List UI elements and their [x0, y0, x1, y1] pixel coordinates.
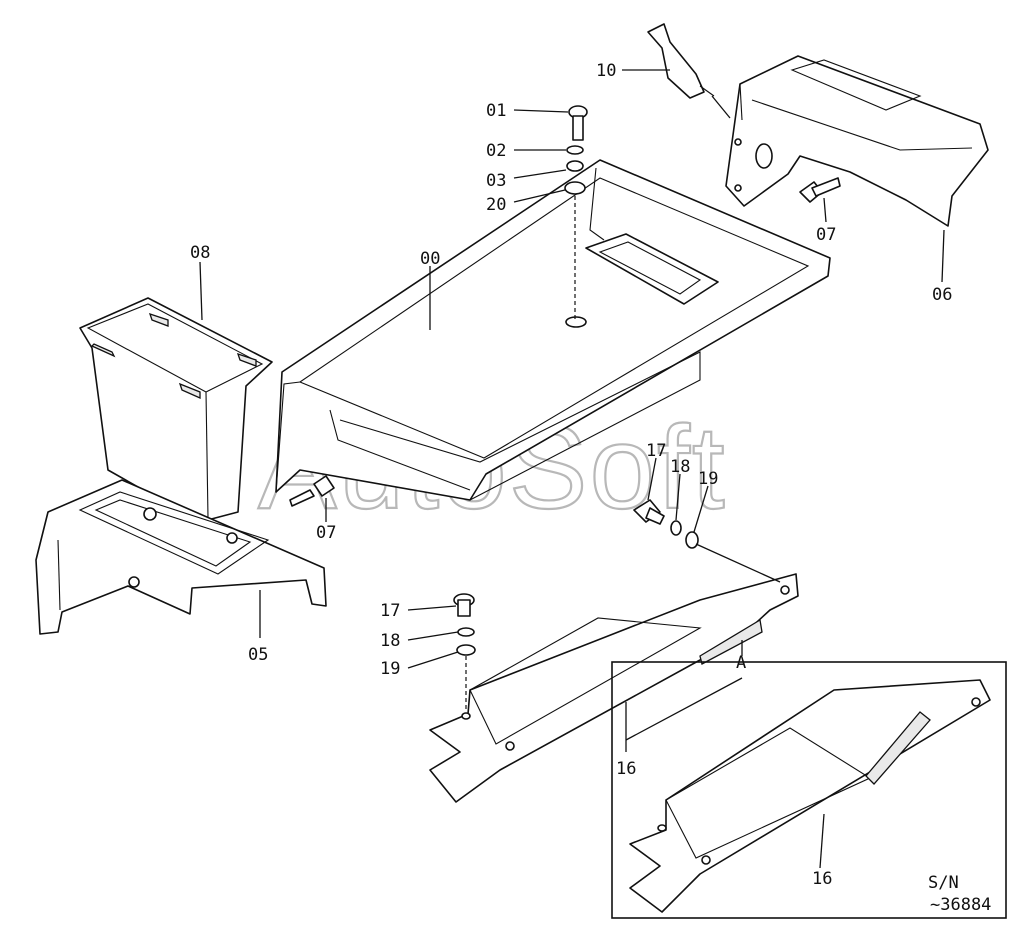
- label-05: 05: [248, 645, 268, 665]
- part-labels: 01 02 03 20 10 08 00 05 06 07 07 17 18 1…: [190, 61, 952, 889]
- label-17-right: 17: [646, 441, 666, 461]
- part-16-bracket-main[interactable]: [429, 573, 799, 803]
- part-07-bolt-left[interactable]: [289, 475, 335, 507]
- assembly-line-17: [695, 543, 781, 583]
- assembly-line-10: [711, 95, 731, 119]
- part-19-washer-right[interactable]: [685, 531, 699, 549]
- part-05-lower-bracket[interactable]: [35, 479, 327, 635]
- label-17-left: 17: [380, 601, 400, 621]
- serial-value: ~36884: [930, 895, 991, 915]
- serial-label: S/N: [928, 873, 959, 893]
- label-18-right: 18: [670, 457, 690, 477]
- part-17-bolt-right[interactable]: [633, 499, 665, 525]
- leader-lines: [199, 69, 945, 869]
- part-07-bolt-right[interactable]: [799, 177, 841, 203]
- part-18-lock-washer-left[interactable]: [457, 627, 475, 637]
- part-17-bolt-left[interactable]: [453, 593, 475, 617]
- label-16-inset: 16: [812, 869, 832, 889]
- part-06-upper-cover[interactable]: [725, 55, 989, 227]
- label-view-a: A: [736, 653, 746, 673]
- part-00-console-tray[interactable]: [275, 159, 831, 501]
- part-18-lock-washer-right[interactable]: [670, 520, 682, 536]
- label-19-right: 19: [698, 469, 718, 489]
- inset-panel: S/N ~36884: [611, 661, 1007, 919]
- part-16-bracket-inset[interactable]: [629, 679, 991, 913]
- label-16-main: 16: [616, 759, 636, 779]
- part-01-screw[interactable]: [568, 105, 588, 141]
- label-03: 03: [486, 171, 506, 191]
- part-19-washer-left[interactable]: [456, 644, 476, 656]
- part-02-lock-washer[interactable]: [566, 145, 584, 155]
- label-19-left: 19: [380, 659, 400, 679]
- label-00: 00: [420, 249, 440, 269]
- part-10-switch[interactable]: [647, 23, 715, 99]
- label-01: 01: [486, 101, 506, 121]
- label-07-right: 07: [816, 225, 836, 245]
- part-20-washer[interactable]: [564, 181, 586, 195]
- label-07-left: 07: [316, 523, 336, 543]
- label-02: 02: [486, 141, 506, 161]
- label-18-left: 18: [380, 631, 400, 651]
- label-10: 10: [596, 61, 616, 81]
- label-08: 08: [190, 243, 210, 263]
- part-03-washer[interactable]: [566, 160, 584, 172]
- part-08-storage-box[interactable]: [79, 297, 273, 523]
- label-20: 20: [486, 195, 506, 215]
- label-06: 06: [932, 285, 952, 305]
